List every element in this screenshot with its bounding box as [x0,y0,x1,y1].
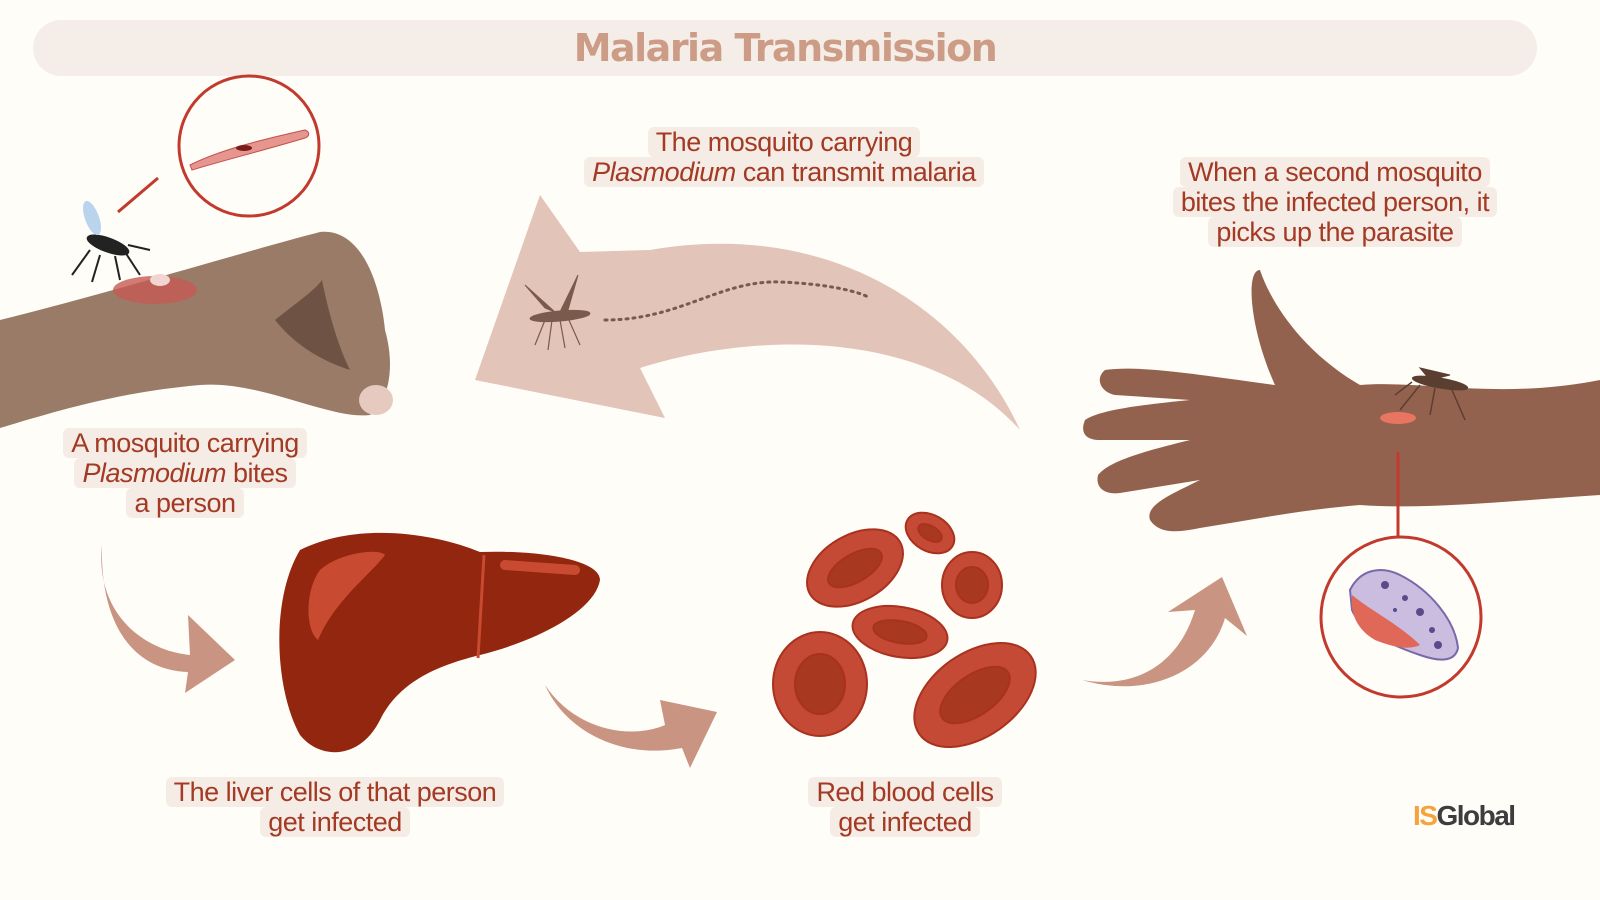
liver-illustration [279,532,600,753]
gametocyte-magnifier [1319,535,1483,699]
right-arm-open-hand [1083,270,1600,532]
arrow-to-hand [1082,577,1247,687]
text-line: Plasmodium bites [74,458,296,488]
arrow-to-liver [101,545,235,693]
page-title: Malaria Transmission [573,26,998,70]
text-line: picks up the parasite [1208,217,1462,247]
text-line: When a second mosquito [1180,157,1490,187]
italic-term: Plasmodium [592,157,736,187]
label-transmit: The mosquito carrying Plasmodium can tra… [534,127,1034,187]
label-liver: The liver cells of that person get infec… [135,777,535,837]
text-line: The liver cells of that person [165,777,505,807]
text-line: The mosquito carrying [647,127,921,157]
logo-part-global: Global [1436,800,1516,831]
text-line: bites the infected person, it [1172,187,1498,217]
logo-part-is: IS [1413,800,1438,831]
text-line: get infected [830,807,980,837]
left-arm-fist [0,231,393,428]
label-second-bite: When a second mosquito bites the infecte… [1135,157,1535,247]
italic-term: Plasmodium [82,458,226,488]
label-bite: A mosquito carrying Plasmodium bites a p… [30,428,340,518]
text-line: A mosquito carrying [63,428,307,458]
text-line: get infected [260,807,410,837]
sporozoite-magnifier [177,74,321,218]
flight-path-dotted [603,280,872,322]
title-bar: Malaria Transmission [33,20,1537,76]
label-blood: Red blood cells get infected [755,777,1055,837]
text-line: a person [126,488,244,518]
text-line: Plasmodium can transmit malaria [584,157,984,187]
biting-mosquito-icon [71,200,151,283]
text-line: Red blood cells [808,777,1002,807]
flying-mosquito-icon [524,274,591,351]
big-curved-arrow [475,195,1020,430]
isglobal-logo: ISGlobal [1413,800,1516,832]
red-blood-cells [772,511,1037,749]
second-mosquito-icon [1394,367,1469,421]
arrow-to-blood [545,685,717,768]
text-fragment: can transmit malaria [735,157,977,187]
text-fragment: bites [226,458,288,488]
